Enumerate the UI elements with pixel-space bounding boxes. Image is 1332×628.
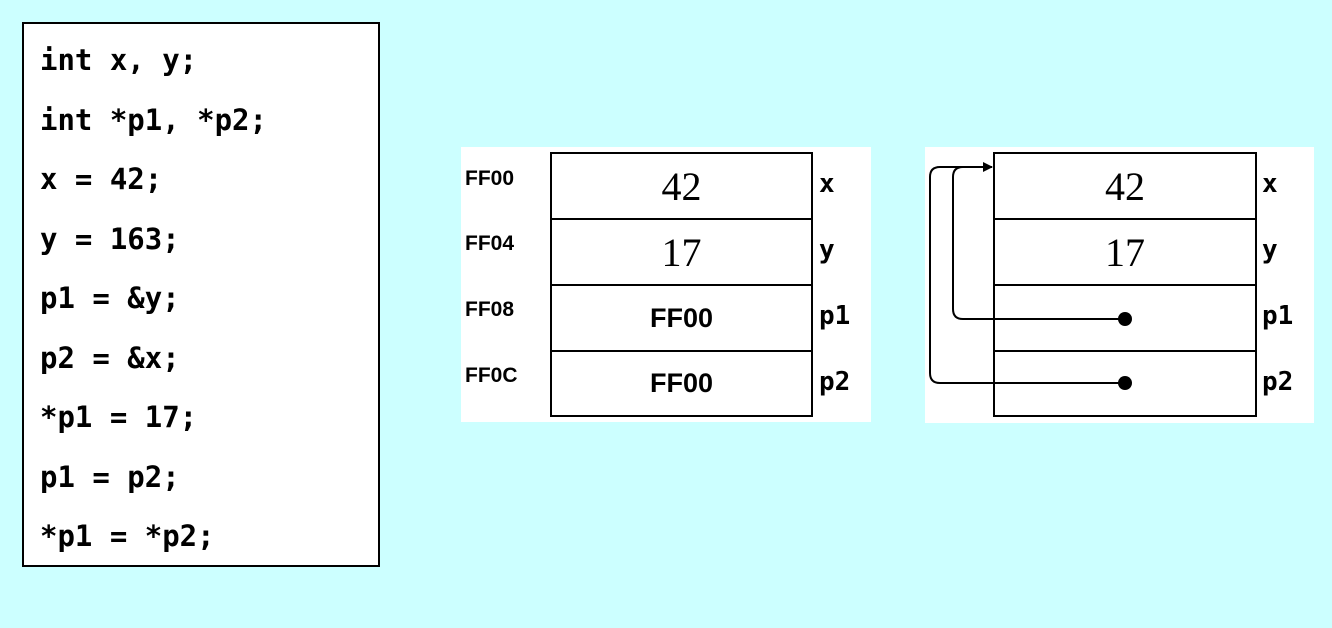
memory-cell-p1: FF00 [550,285,813,351]
memory-diagram-pointers: 42 17 x y p1 p2 [925,147,1314,423]
memory-cell-p2: FF00 [550,351,813,417]
code-line: y = 163; [40,221,180,256]
var-label-x: x [819,169,835,199]
address-label-p1: FF08 [465,298,515,321]
address-label-p2: FF0C [465,364,518,387]
memory-cell-x: 42 [993,152,1257,219]
var-label-x: x [1262,169,1278,199]
memory-cell-y: 17 [993,219,1257,285]
memory-cell-y: 17 [550,219,813,285]
memory-diagram-addresses: FF00 FF04 FF08 FF0C 42 17 FF00 FF00 x y … [461,147,871,422]
code-line: p1 = p2; [40,459,180,494]
code-line: x = 42; [40,162,163,196]
var-label-p1: p1 [819,301,851,331]
code-line: int *p1, *p2; [40,102,267,137]
pointer-dot-p1 [1118,312,1132,326]
pointer-arrow-p1 [952,162,1125,320]
var-label-p1: p1 [1262,301,1294,331]
code-line: p2 = &x; [40,340,180,375]
code-line: p1 = &y; [40,281,180,315]
var-label-p2: p2 [1262,367,1294,397]
code-line: *p1 = 17; [40,400,198,434]
var-label-y: y [819,235,835,265]
pointer-arrow-p2 [929,166,1125,384]
address-label-x: FF00 [465,167,515,190]
pointer-arrows [929,162,1132,390]
var-label-y: y [1262,235,1278,265]
code-line: *p1 = *p2; [40,519,215,553]
code-listing: int x, y; int *p1, *p2; x = 42; y = 163;… [22,22,380,567]
pointer-dot-p2 [1118,376,1132,390]
code-line: int x, y; [40,43,198,77]
var-label-p2: p2 [819,367,851,397]
memory-cell-x: 42 [550,152,813,219]
address-label-y: FF04 [465,232,515,255]
